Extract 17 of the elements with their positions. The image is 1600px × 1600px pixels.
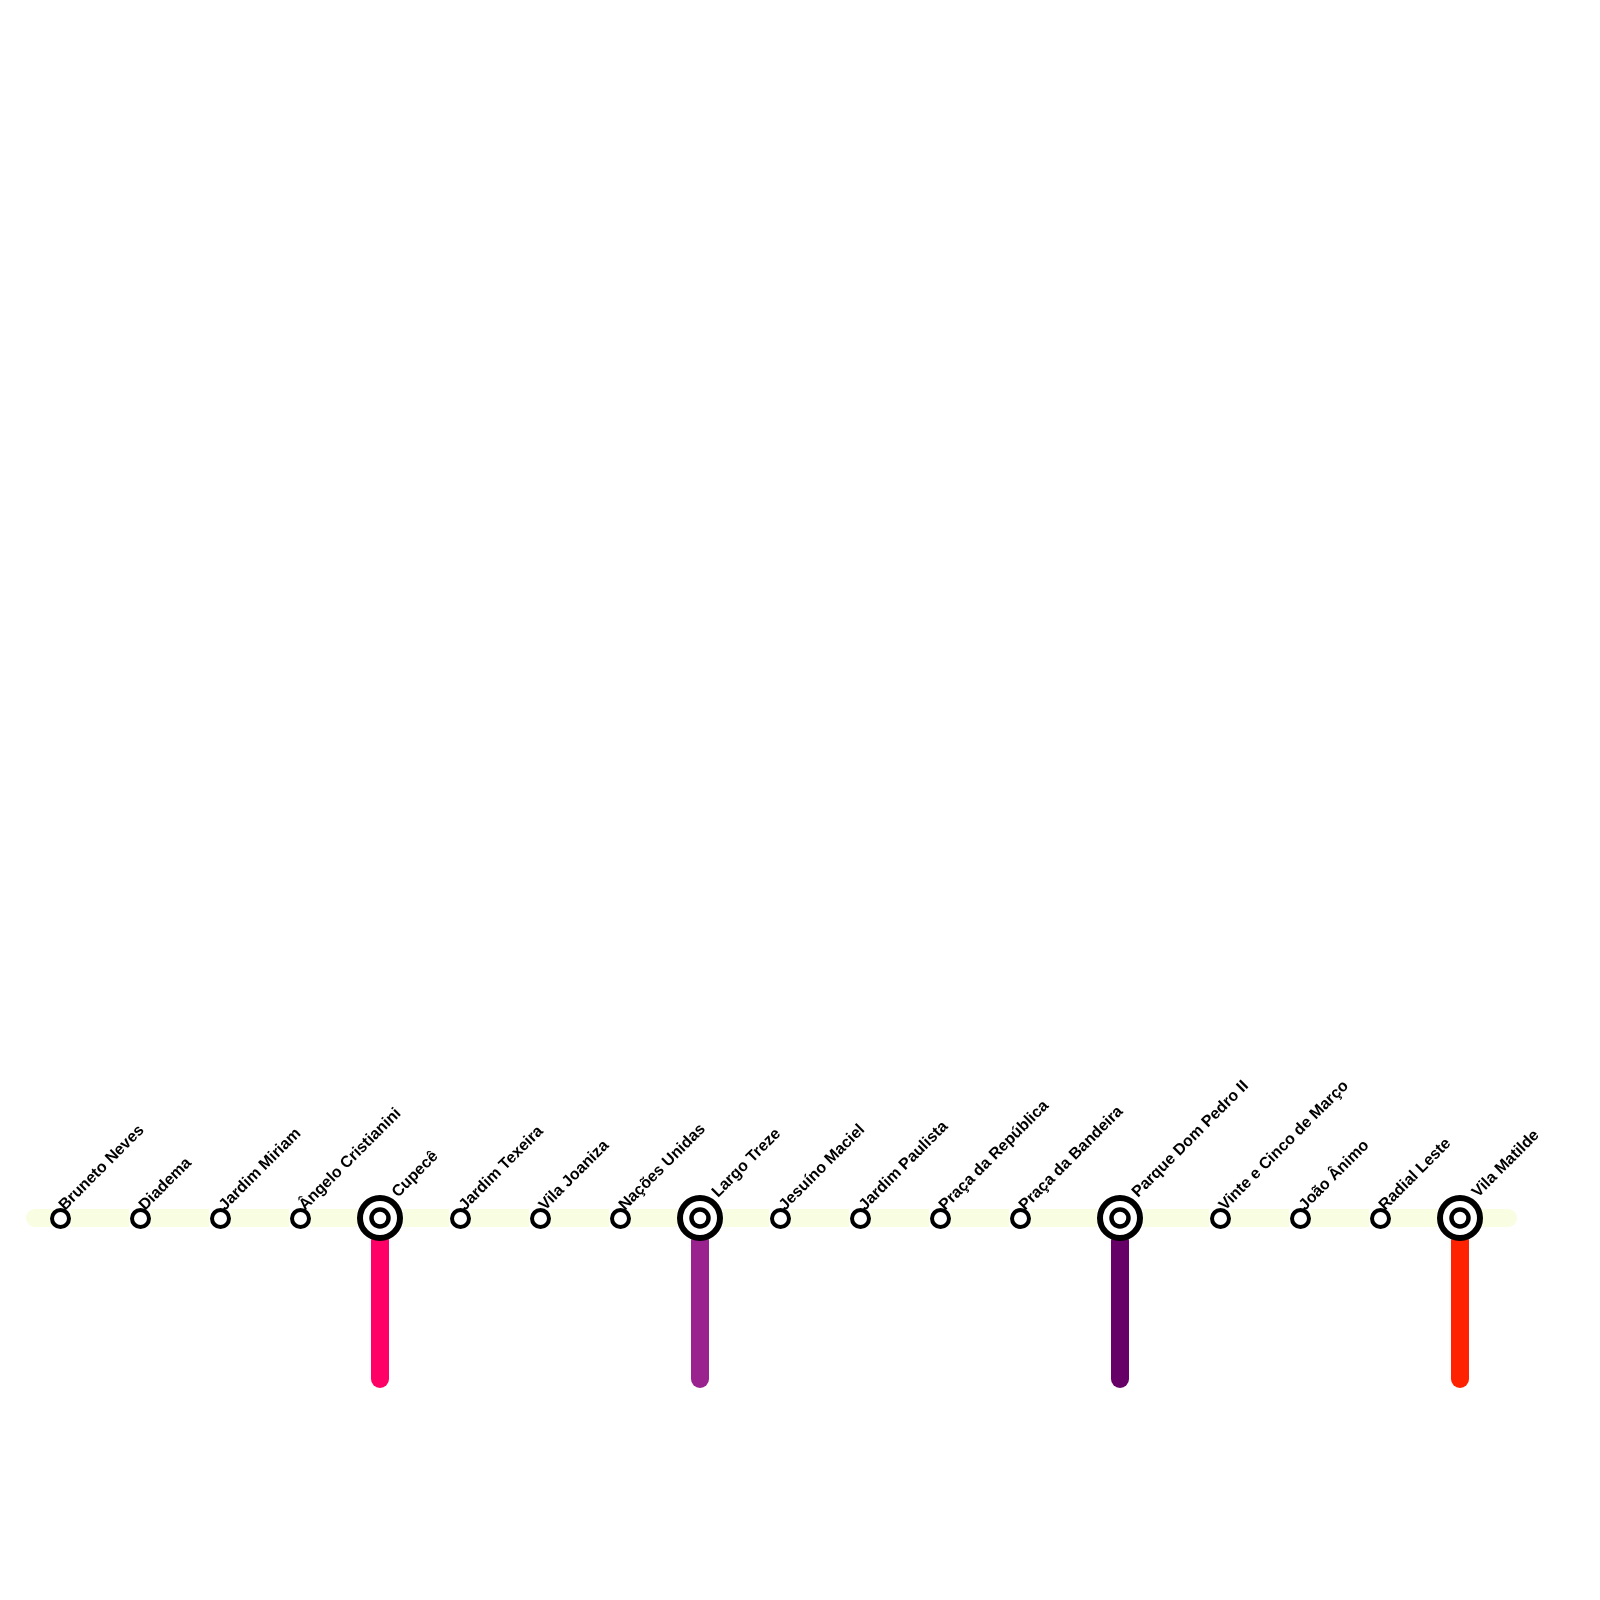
- track-segment: [550, 1209, 610, 1227]
- track-segment: [310, 1209, 357, 1227]
- track-segment: [1143, 1209, 1210, 1227]
- track-segment: [70, 1209, 130, 1227]
- track-segment: [790, 1209, 850, 1227]
- track-segment: [630, 1209, 677, 1227]
- track-segment: [150, 1209, 210, 1227]
- track-segment: [723, 1209, 770, 1227]
- track-segment: [230, 1209, 290, 1227]
- track-segment: [1390, 1209, 1437, 1227]
- track-segment: [403, 1209, 450, 1227]
- track-segment: [950, 1209, 1010, 1227]
- track-segment: [1230, 1209, 1290, 1227]
- track-segment: [470, 1209, 530, 1227]
- track-segment: [870, 1209, 930, 1227]
- track-segment: [1030, 1209, 1097, 1227]
- track-segment: [1310, 1209, 1370, 1227]
